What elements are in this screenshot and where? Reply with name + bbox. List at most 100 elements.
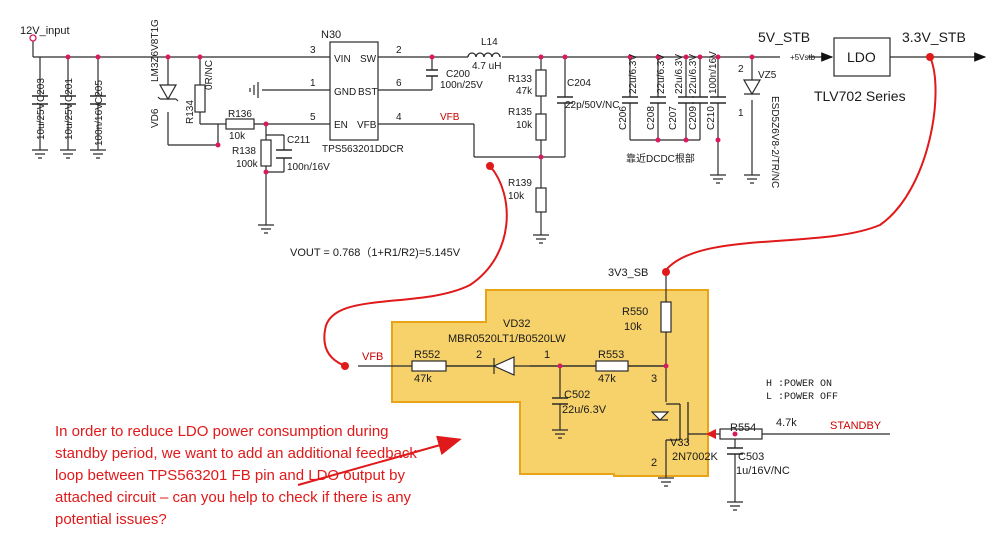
vd32-part: MBR0520LT1/B0520LW <box>448 333 566 345</box>
vd32-pinnum-a: 1 <box>544 349 550 361</box>
ic-pinnum-vfb: 4 <box>396 112 402 123</box>
feedback-loop-paths <box>297 56 937 486</box>
ic-pinnum-gnd: 1 <box>310 78 316 89</box>
net-12v-input: 12V_input <box>20 25 70 37</box>
wires <box>32 40 987 502</box>
v33-part: 2N7002K <box>672 451 719 463</box>
c208-ref: C208 <box>646 106 657 130</box>
net-3v3-sb: 3V3_SB <box>608 267 648 279</box>
note-line-2: standby period, we want to add an additi… <box>55 445 417 462</box>
vz5-ref: VZ5 <box>758 70 777 81</box>
r550-ref: R550 <box>622 306 648 318</box>
note-line-4: attached circuit – can you help to check… <box>55 489 412 506</box>
cap-placement-note: 靠近DCDC根部 <box>626 152 695 165</box>
legend-power-on: H :POWER ON <box>766 379 832 390</box>
c210-ref: C210 <box>706 106 717 130</box>
c503-ref: C503 <box>738 451 764 463</box>
mosfet-symbol <box>666 402 700 442</box>
note-line-3: loop between TPS563201 FB pin and LDO ou… <box>55 467 405 484</box>
r554-ref: R554 <box>730 422 756 434</box>
ic-pin-sw: SW <box>360 54 377 65</box>
ground-symbols <box>32 82 760 511</box>
r550-val: 10k <box>624 321 642 333</box>
c503-val: 1u/16V/NC <box>736 465 790 477</box>
ic-ref: N30 <box>321 29 341 41</box>
c209-val: 22u/6.3V <box>688 54 699 94</box>
r133-ref: R133 <box>508 74 532 85</box>
r553-val: 47k <box>598 373 616 385</box>
c205-ref: C205 <box>94 80 105 104</box>
c208-val: 22u/6.3V <box>656 54 667 94</box>
ic-box <box>329 41 379 141</box>
legend-power-off: L :POWER OFF <box>766 392 838 403</box>
c201-ref: C201 <box>64 78 75 102</box>
vz5-pinnum-a: 1 <box>738 108 744 119</box>
vz5-part: ESD5Z6V8-2/TR/NC <box>769 96 780 188</box>
c502-val: 22u/6.3V <box>562 404 607 416</box>
v33-pinnum-s: 2 <box>651 457 657 469</box>
feedback-circuit-highlight <box>391 289 709 477</box>
c200-val: 100n/25V <box>440 80 483 91</box>
r133-val: 47k <box>516 86 533 97</box>
ic-pin-bst: BST <box>358 87 377 98</box>
r136-ref: R136 <box>228 109 252 120</box>
net-5v-stb: 5V_STB <box>758 29 810 45</box>
ic-pin-vin: VIN <box>334 54 351 65</box>
c205-val: 100n/16V <box>94 103 105 146</box>
inductor-coil <box>467 52 501 58</box>
r134-val: 0R/NC <box>204 60 215 90</box>
vz5-pinnum-k: 2 <box>738 64 744 75</box>
vd6-part: LM3Z6V8T1G <box>150 19 161 82</box>
r552-val: 47k <box>414 373 432 385</box>
r135-ref: R135 <box>508 107 532 118</box>
net-5v-stb-small: +5Vstb <box>790 53 816 62</box>
c207-ref: C207 <box>668 106 679 130</box>
vout-formula: VOUT = 0.768（1+R1/R2)=5.145V <box>290 246 461 259</box>
input-terminal <box>29 34 37 42</box>
c204-ref: C204 <box>567 78 591 89</box>
r139-ref: R139 <box>508 178 532 189</box>
c206-ref: C206 <box>618 106 629 130</box>
r138-val: 100k <box>236 159 259 170</box>
r553-ref: R553 <box>598 349 624 361</box>
c201-val: 10u/25V <box>64 102 75 140</box>
ic-pinnum-bst: 6 <box>396 78 402 89</box>
c211-ref: C211 <box>287 135 311 146</box>
c206-val: 22u/6.3V <box>628 54 639 94</box>
r136-val: 10k <box>229 131 246 142</box>
c211-val: 100n/16V <box>287 162 330 173</box>
capacitor-plates <box>32 69 743 455</box>
ldo-box <box>833 37 891 77</box>
c204-val-h: 22p/50V/NC <box>565 100 619 111</box>
resistor-bodies <box>194 69 763 440</box>
v33-pinnum-d: 3 <box>651 373 657 385</box>
c203-ref: C203 <box>36 78 47 102</box>
r552-ref: R552 <box>414 349 440 361</box>
r554-val: 4.7k <box>776 417 797 429</box>
note-line-5: potential issues? <box>55 511 167 528</box>
ic-pin-gnd: GND <box>334 87 356 98</box>
feedback-loop-endpoints <box>341 53 934 439</box>
c502-ref: C502 <box>564 389 590 401</box>
v33-ref: V33 <box>670 437 690 449</box>
junction-dots <box>65 54 755 437</box>
ldo-series: TLV702 Series <box>814 88 906 104</box>
note-line-1: In order to reduce LDO power consumption… <box>55 423 389 440</box>
vd32-ref: VD32 <box>503 318 531 330</box>
ic-pinnum-sw: 2 <box>396 45 402 56</box>
net-standby: STANDBY <box>830 420 882 432</box>
l14-val: 4.7 uH <box>472 61 501 72</box>
ic-pin-vfb: VFB <box>357 120 377 131</box>
l14-ref: L14 <box>481 37 498 48</box>
net-3v3-stb: 3.3V_STB <box>902 29 966 45</box>
ic-pinnum-vin: 3 <box>310 45 316 56</box>
r135-val: 10k <box>516 120 533 131</box>
r138-ref: R138 <box>232 146 256 157</box>
net-vfb-top: VFB <box>440 112 460 123</box>
ic-pin-en: EN <box>334 120 348 131</box>
net-vfb-left: VFB <box>362 351 383 363</box>
ic-part: TPS563201DDCR <box>322 144 404 155</box>
c200-ref: C200 <box>446 69 470 80</box>
vd6-ref: VD6 <box>150 108 161 128</box>
r134-ref: R134 <box>185 100 196 124</box>
